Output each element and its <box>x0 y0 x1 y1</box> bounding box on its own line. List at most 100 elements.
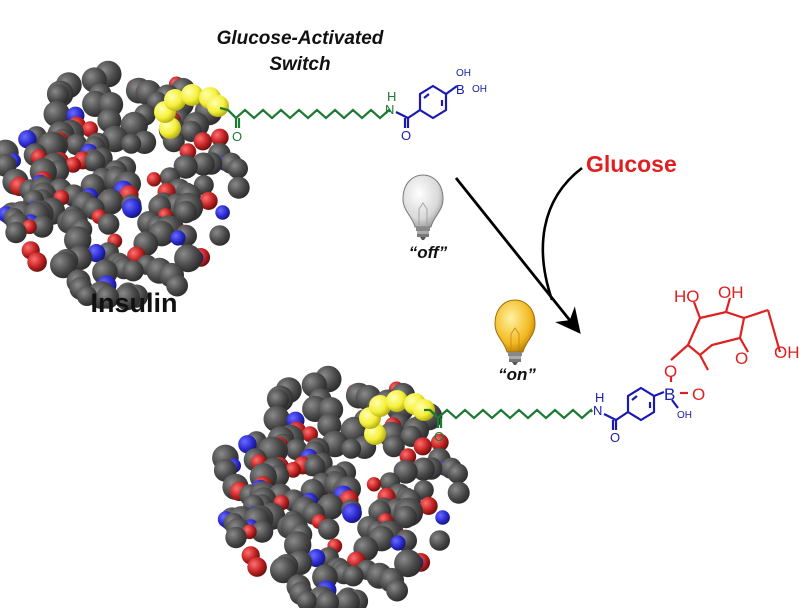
yellow-tag-bottom <box>359 390 435 445</box>
glucose-oh-2: OH <box>718 283 744 302</box>
atom-sphere <box>96 285 120 309</box>
atom-sphere <box>199 191 218 210</box>
atom-sphere <box>386 579 408 602</box>
atom-sphere <box>65 157 81 173</box>
atom-sphere <box>121 133 142 154</box>
atom-sphere <box>316 590 340 608</box>
atom-sphere <box>393 459 418 484</box>
amide-n-top: N <box>385 102 394 117</box>
atom-sphere <box>342 565 364 587</box>
atom-sphere <box>390 535 406 551</box>
atom-sphere <box>76 285 97 306</box>
atom-sphere <box>394 505 417 529</box>
linker-chain-bottom: O H N <box>424 390 604 444</box>
atom-sphere <box>227 176 250 199</box>
atom-sphere <box>447 481 470 504</box>
boron-top: B <box>456 82 465 97</box>
atom-sphere <box>43 100 70 128</box>
boron-oh-2-top: OH <box>472 84 487 95</box>
atom-sphere <box>170 230 186 246</box>
phenylboronic-acid-top <box>395 84 458 128</box>
atom-sphere <box>31 215 54 238</box>
atom-sphere <box>247 557 267 577</box>
benzamide-oxygen-bottom: O <box>610 430 620 445</box>
atom-sphere <box>318 518 340 540</box>
atom-sphere <box>263 405 290 433</box>
carbonyl-oxygen-bottom: O <box>434 429 444 444</box>
glucose-arrow <box>541 166 583 301</box>
atom-sphere <box>285 462 301 478</box>
atom-sphere <box>251 520 274 543</box>
atom-sphere <box>411 457 435 481</box>
atom-sphere <box>209 225 230 246</box>
atom-sphere <box>50 251 77 279</box>
atom-sphere <box>114 284 140 311</box>
atom-sphere <box>98 213 120 235</box>
lightbulb-off-icon <box>402 174 444 240</box>
benzamide-oxygen-top: O <box>401 128 411 143</box>
atom-sphere <box>5 221 27 244</box>
amide-n-bottom: N <box>593 403 602 418</box>
atom-sphere <box>27 252 47 272</box>
carbonyl-oxygen-top: O <box>232 129 242 144</box>
tag-sphere <box>164 89 186 111</box>
atom-sphere <box>146 172 162 187</box>
atom-sphere <box>394 549 422 578</box>
glucose-structure <box>669 297 782 395</box>
amide-h-top: H <box>387 89 396 104</box>
atom-sphere <box>193 132 212 151</box>
atom-sphere <box>447 463 468 484</box>
linker-chain-top: O H N <box>219 89 396 144</box>
atom-sphere <box>122 260 144 282</box>
title-line-1: Glucose-Activated <box>217 28 384 49</box>
insulin-label: Insulin <box>91 288 178 318</box>
atom-sphere <box>174 244 202 273</box>
atom-sphere <box>382 435 405 458</box>
atom-sphere <box>84 150 106 172</box>
phenylboronate-bottom <box>603 386 679 430</box>
atom-sphere <box>419 496 438 515</box>
glucose-label: Glucose <box>586 151 677 177</box>
atom-sphere <box>270 556 297 584</box>
title-line-2: Switch <box>269 54 330 75</box>
atom-sphere <box>296 590 317 608</box>
atom-sphere <box>267 389 289 411</box>
glucose-oh-3: OH <box>774 343 800 362</box>
tag-sphere <box>386 390 408 412</box>
boron-bottom: B <box>664 385 675 404</box>
on-label: “on” <box>498 365 536 384</box>
atom-sphere <box>227 158 248 179</box>
atom-sphere <box>430 433 449 452</box>
atom-sphere <box>122 198 142 219</box>
off-label: “off” <box>409 243 448 262</box>
atom-sphere <box>304 455 326 477</box>
atom-sphere <box>435 510 450 525</box>
insulin-molecule-bottom <box>212 365 470 608</box>
boron-oh-bottom: OH <box>677 410 692 421</box>
atom-sphere <box>342 503 362 523</box>
atom-sphere <box>366 477 382 492</box>
atom-sphere <box>341 438 362 459</box>
atom-sphere <box>334 589 360 608</box>
boron-oh-1-top: OH <box>456 68 471 79</box>
atom-sphere <box>429 530 451 551</box>
atom-sphere <box>210 128 229 147</box>
lightbulb-on-icon <box>494 299 536 365</box>
atom-sphere <box>191 152 215 176</box>
atom-sphere <box>173 154 198 179</box>
glucose-ring-o-2: O <box>692 385 705 404</box>
amide-h-bottom: H <box>595 390 604 405</box>
reaction-arrow <box>454 177 581 334</box>
atom-sphere <box>225 526 247 549</box>
tag-sphere <box>207 95 229 117</box>
glucose-ring-o-1: O <box>664 362 677 381</box>
insulin-molecule-top <box>0 60 250 311</box>
atom-sphere <box>215 205 230 220</box>
atom-sphere <box>174 200 197 224</box>
atom-sphere <box>166 274 189 297</box>
atom-sphere <box>47 84 69 106</box>
tag-sphere <box>369 395 391 417</box>
yellow-tag-top <box>154 84 229 139</box>
glucose-ho-1: HO <box>674 287 700 306</box>
